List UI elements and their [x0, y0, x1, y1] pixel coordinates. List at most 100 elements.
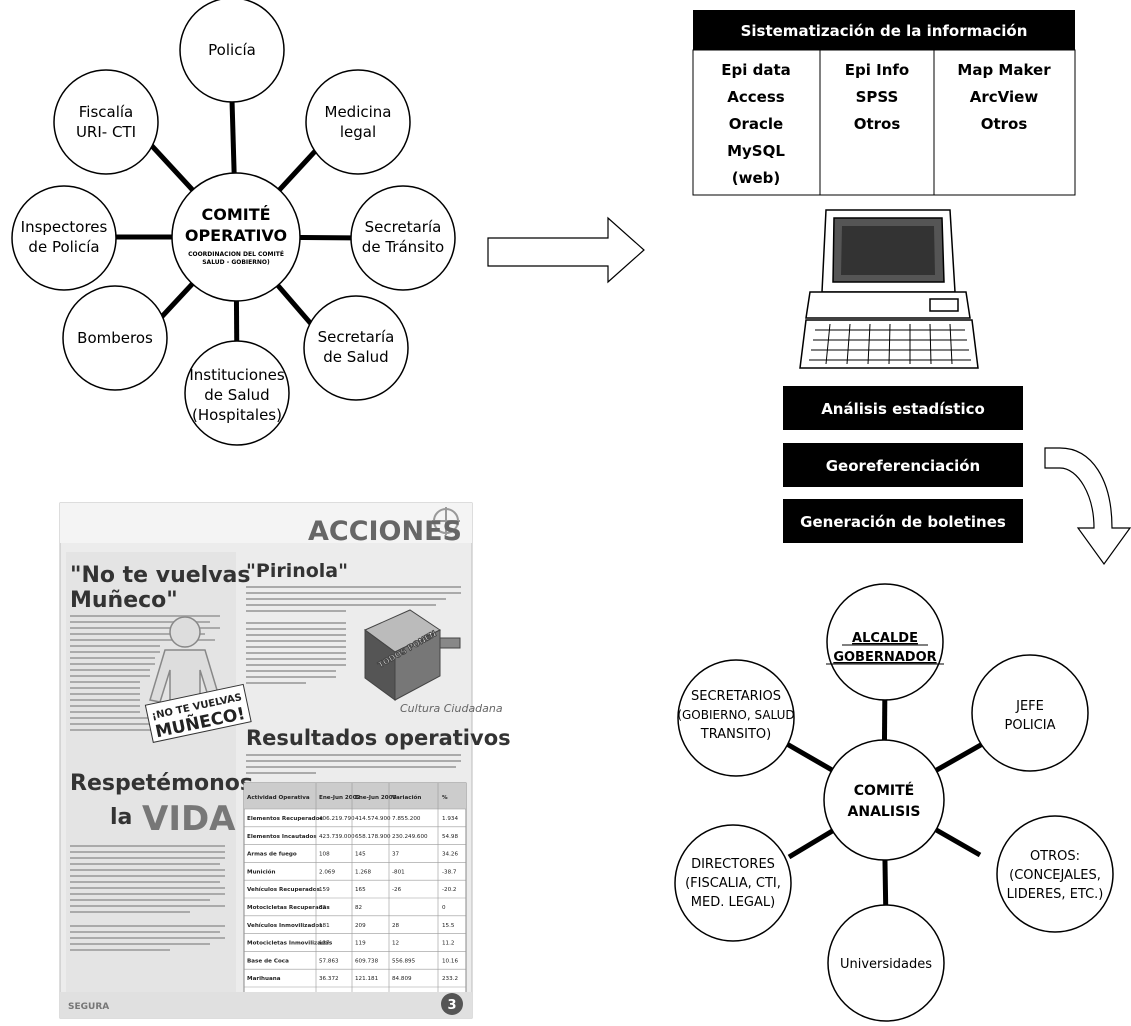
node-secretaria-salud-l1: Secretaría [318, 328, 395, 346]
process-boxes: Análisis estadístico Georeferenciación G… [783, 386, 1023, 543]
node-gobernador: GOBERNADOR [833, 650, 936, 665]
table-cell: -801 [392, 869, 405, 875]
newsletter-headline-1b: Muñeco" [70, 588, 178, 613]
pirinola-title: "Pirinola" [246, 560, 348, 582]
newsletter-headline-2b: la [110, 805, 132, 830]
node-otros-l3: LIDERES, ETC.) [1007, 887, 1104, 902]
node-policia: Policía [208, 41, 256, 59]
col1-item: (web) [732, 169, 780, 187]
node-medicina-legal-l1: Medicina [325, 103, 392, 121]
node-jefe-l1: JEFE [1015, 699, 1044, 714]
table-cell: Armas de fuego [247, 852, 297, 858]
table-cell: 82 [319, 905, 326, 911]
table-cell: 414.574.900 [355, 816, 391, 822]
table-header-cell: % [442, 795, 448, 801]
node-universidades: Universidades [840, 957, 932, 972]
table-cell: -20.2 [442, 887, 456, 893]
box-analisis [783, 386, 1023, 430]
box-boletines [783, 499, 1023, 543]
table-cell: 230.249.600 [392, 834, 428, 840]
text-lines [70, 615, 220, 731]
table-cell: Motocicletas Inmovilizadas [247, 941, 333, 947]
analisis-node-circles [674, 583, 1114, 1022]
table-cell: 165 [355, 887, 366, 893]
newsletter-page: ACCIONES "No te vuelvas Muñeco" ¡NO TE V… [59, 502, 511, 1019]
node-fiscalia-l1: Fiscalía [79, 103, 134, 121]
table-cell: 36.372 [319, 976, 339, 982]
table-cell: 609.738 [355, 958, 379, 964]
table-cell: 84.809 [392, 976, 412, 982]
newsletter-headline-2a: Respetémonos [70, 771, 253, 796]
table-cell: Vehículos Inmovilizados [247, 922, 323, 929]
curved-down-arrow-icon [1044, 447, 1131, 566]
table-cell: Base de Coca [247, 958, 289, 964]
table-cell: Elementos Incautados [247, 834, 317, 840]
node-directores-l2: (FISCALIA, CTI, [685, 876, 781, 891]
node-bomberos: Bomberos [77, 329, 153, 347]
col2-item: SPSS [856, 88, 899, 106]
table-cell: 37 [392, 852, 400, 858]
table-cell: 233.2 [442, 976, 458, 982]
resultados-title: Resultados operativos [246, 726, 511, 750]
table-cell: 406.219.790 [319, 816, 355, 822]
col1-item: MySQL [727, 142, 785, 160]
analisis-center-title: COMITÉ [854, 782, 914, 799]
analisis-center-title2: ANALISIS [848, 804, 921, 820]
operativo-center-title: COMITÉ [201, 205, 270, 224]
table-cell: 57.863 [319, 958, 339, 964]
node-instituciones-l3: (Hospitales) [192, 406, 282, 424]
newsletter-header: ACCIONES [308, 516, 462, 547]
box-georeferenciacion-label: Georeferenciación [826, 457, 980, 475]
table-cell: 1.934 [442, 816, 458, 822]
table-header-cell: Ene-Jun 2003 [355, 795, 397, 801]
footer-brand: SEGURA [68, 1002, 109, 1012]
table-header-cell: Actividad Operativa [247, 795, 310, 801]
box-analisis-label: Análisis estadístico [821, 400, 985, 418]
node-alcalde: ALCALDE [852, 631, 918, 646]
node-secretaria-transito-l1: Secretaría [365, 218, 442, 236]
pirinola-cube-icon: TODOS PONEN [364, 609, 461, 701]
node-secretarios-l3: TRANSITO) [700, 727, 771, 742]
col2-item: Otros [854, 115, 901, 133]
sistematizacion-header: Sistematización de la información [741, 22, 1028, 40]
node-secretarios-l1: SECRETARIOS [691, 689, 781, 704]
operativo-node-circles [11, 0, 456, 446]
col3-item: ArcView [970, 88, 1039, 106]
operativo-center-sub2: SALUD - GOBIERNO) [202, 259, 270, 266]
table-cell: 1.268 [355, 869, 371, 875]
node-directores-l3: MED. LEGAL) [691, 895, 775, 910]
table-cell: 127 [319, 941, 330, 947]
right-arrow-icon [487, 216, 645, 284]
cultura-signature: Cultura Ciudadana [400, 702, 503, 715]
col1-item: Access [727, 88, 784, 106]
table-cell: 82 [355, 905, 362, 911]
crosshair-icon [432, 507, 460, 535]
comite-analisis-diagram: COMITÉ ANALISIS ALCALDE GOBERNADOR JEFE … [674, 583, 1114, 1022]
node-inspectores-l1: Inspectores [21, 218, 108, 236]
page-number-badge [441, 993, 463, 1015]
table-cell: 11.2 [442, 941, 454, 947]
table-cell: 423.739.000 [319, 834, 355, 840]
table-cell: Marihuana [247, 976, 281, 982]
table-cell: 658.178.900 [355, 834, 391, 840]
table-header-cell: Variación [392, 794, 421, 801]
table-cell: 159 [319, 887, 330, 893]
table-cell: 15.5 [442, 923, 455, 929]
table-cell: 34.26 [442, 852, 458, 858]
table-cell: 181 [319, 923, 330, 929]
sistematizacion-header-bg [693, 10, 1075, 50]
node-directores-l1: DIRECTORES [691, 857, 775, 872]
analisis-center-circle [823, 739, 945, 861]
table-cell: 10.16 [442, 958, 458, 964]
operativo-center-sub1: COORDINACION DEL COMITÉ [188, 250, 284, 258]
newsletter-headline-1a: "No te vuelvas [70, 563, 251, 588]
table-cell: 2.069 [319, 869, 335, 875]
table-cell: -26 [392, 887, 402, 893]
operativo-center-title2: OPERATIVO [185, 226, 287, 245]
node-secretarios-l2: (GOBIERNO, SALUD [677, 708, 794, 722]
table-cell: 108 [319, 852, 330, 858]
table-cell: 7.855.200 [392, 816, 421, 822]
table-cell: 119 [355, 941, 366, 947]
